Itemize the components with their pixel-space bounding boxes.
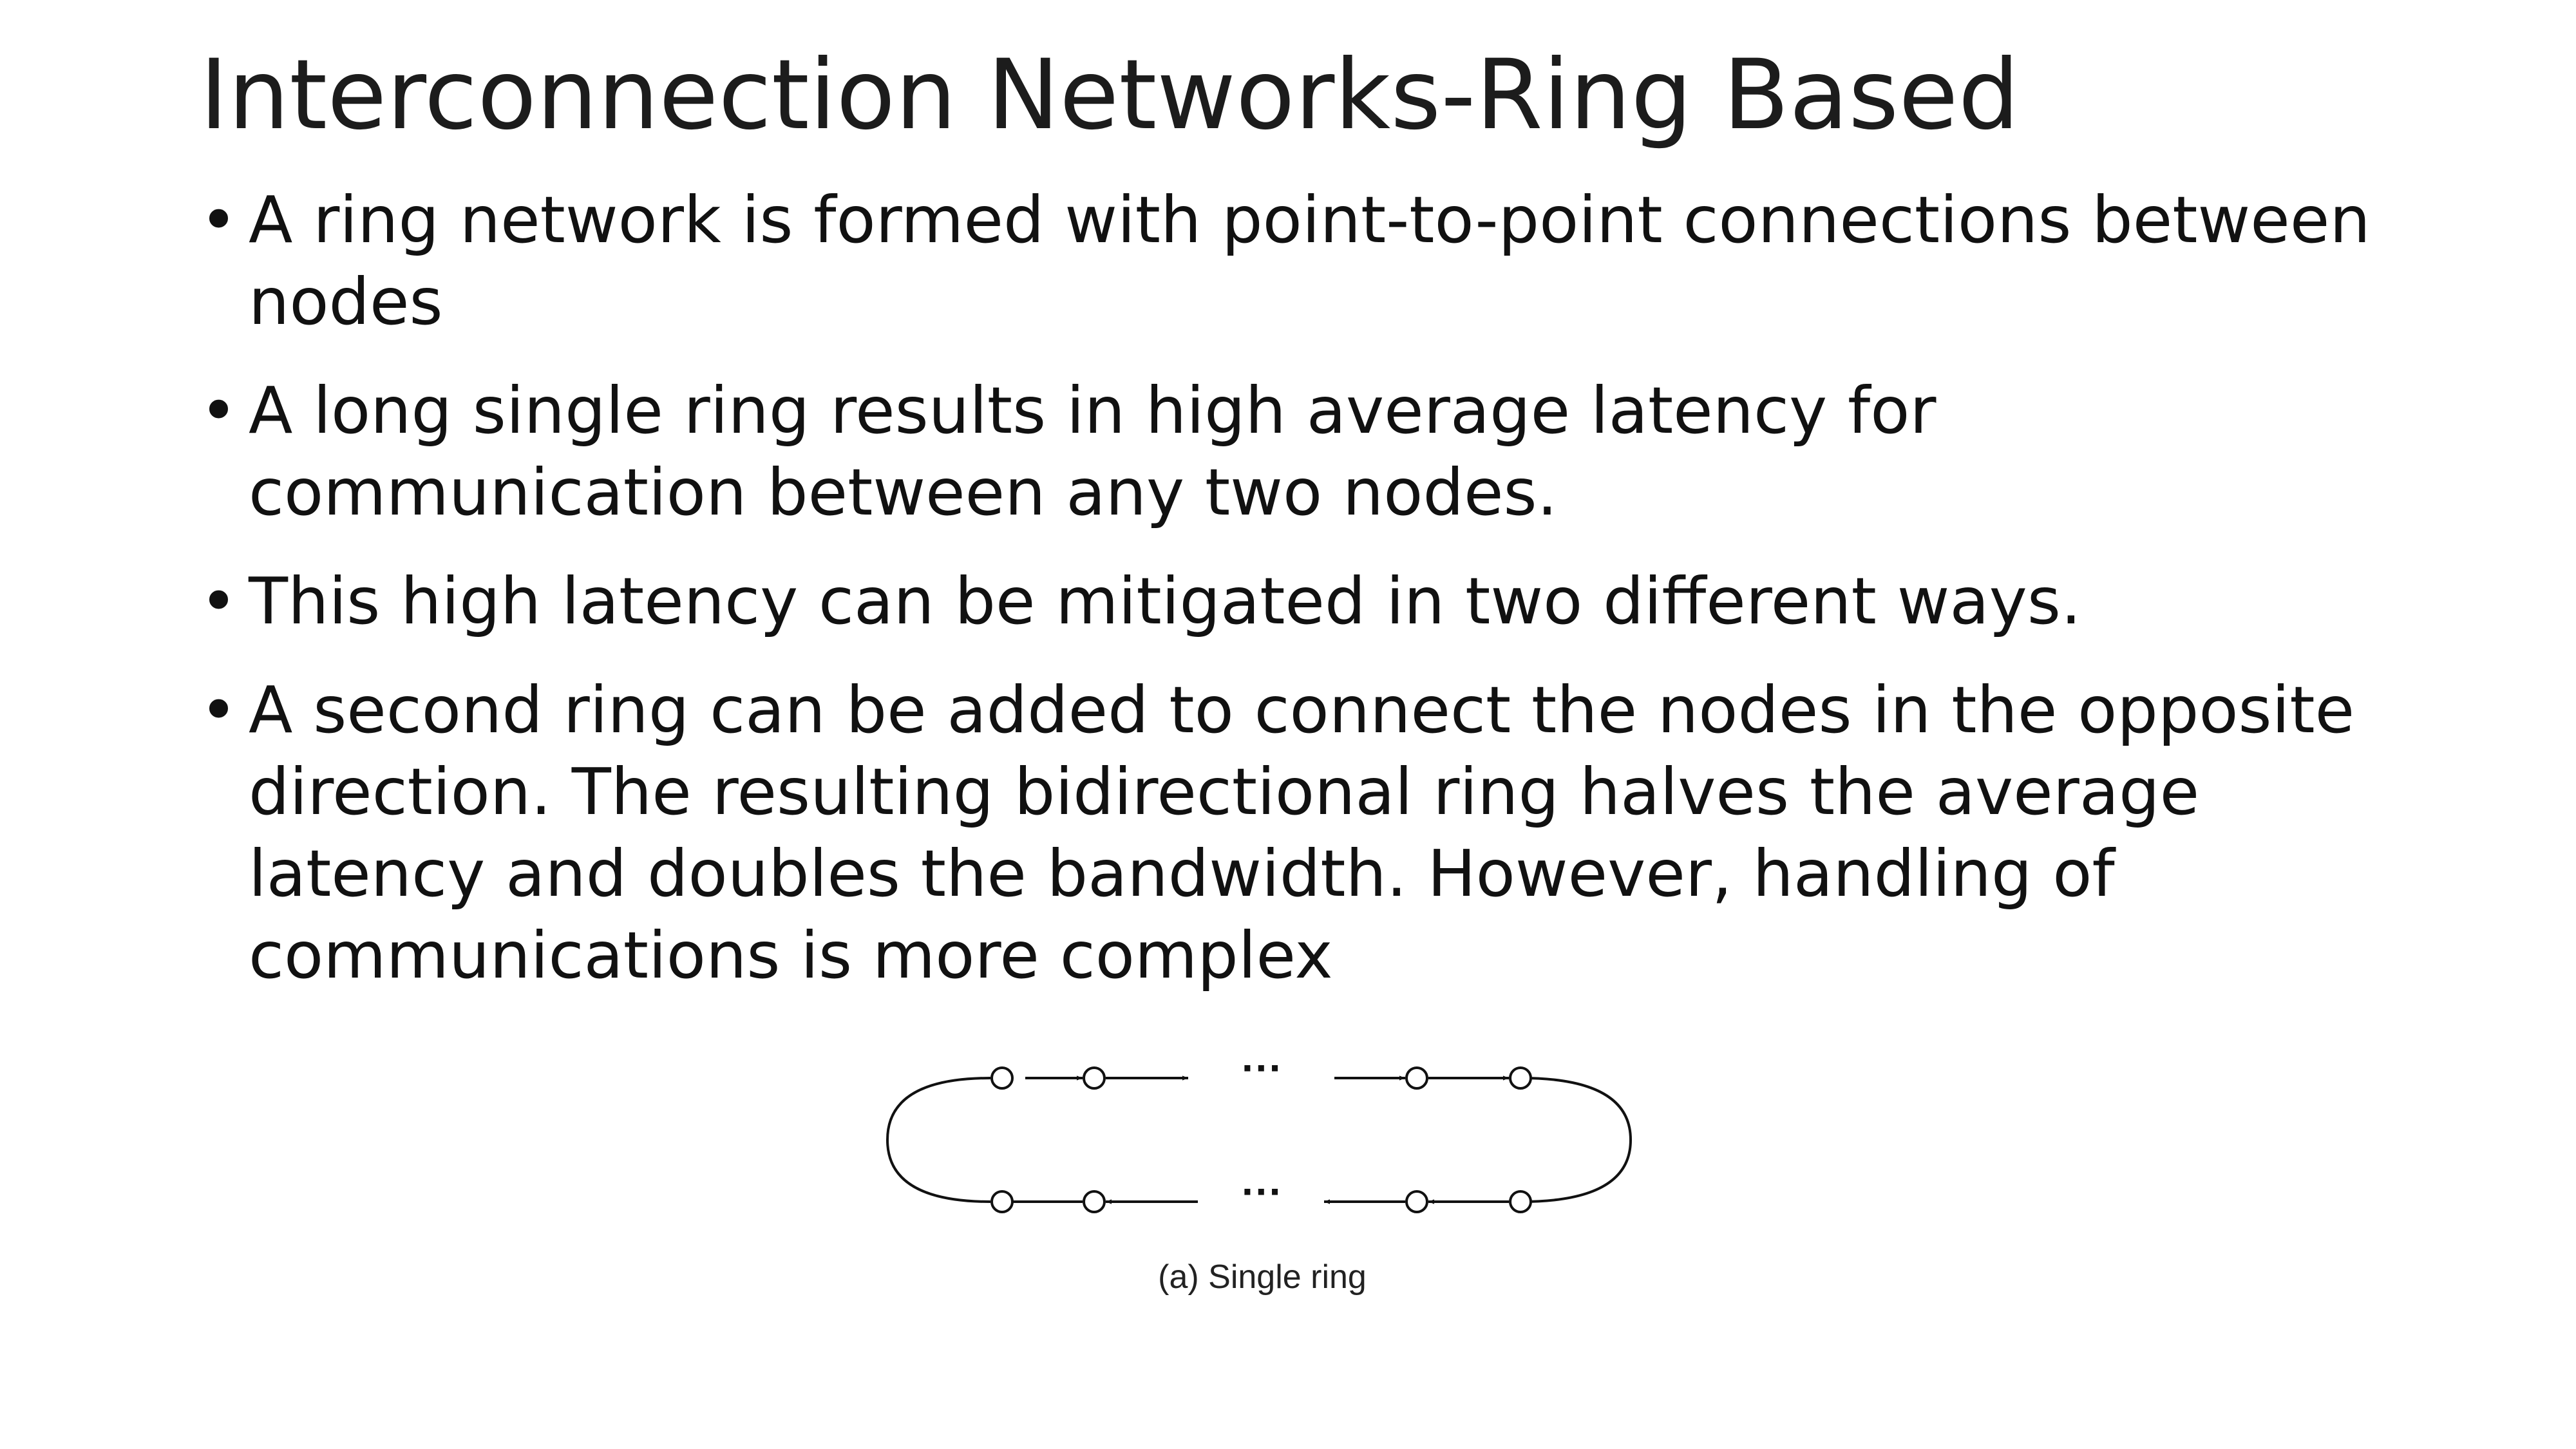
single-ring-figure: ··· ··· (a) Single ring — [876, 1045, 1649, 1307]
bullet-text: A ring network is formed with point-to-p… — [249, 182, 2371, 339]
bullet-list: • A ring network is formed with point-to… — [200, 179, 2428, 1023]
bullet-marker: • — [200, 373, 238, 448]
ring-node — [1405, 1066, 1428, 1090]
bullet-item: • This high latency can be mitigated in … — [200, 560, 2428, 642]
bullet-item: • A ring network is formed with point-to… — [200, 179, 2428, 343]
bullet-text: A long single ring results in high avera… — [249, 373, 1937, 530]
ring-node — [990, 1190, 1014, 1213]
figure-caption: (a) Single ring — [1158, 1258, 1367, 1296]
single-ring-diagram: ··· ··· — [886, 1045, 1633, 1215]
bullet-marker: • — [200, 182, 238, 258]
ring-node — [1083, 1190, 1106, 1213]
bullet-marker: • — [200, 672, 238, 748]
ring-node — [1509, 1066, 1532, 1090]
bullet-item: • A long single ring results in high ave… — [200, 370, 2428, 533]
bullet-text: A second ring can be added to connect th… — [249, 672, 2355, 993]
ring-node — [1509, 1190, 1532, 1213]
left-loop — [886, 1077, 991, 1203]
bullet-marker: • — [200, 564, 238, 639]
slide-title: Interconnection Networks-Ring Based — [200, 39, 2020, 151]
bullet-text: This high latency can be mitigated in tw… — [249, 564, 2081, 639]
ellipsis-bottom: ··· — [1242, 1168, 1283, 1215]
ring-node — [1083, 1066, 1106, 1090]
ellipsis-top: ··· — [1242, 1050, 1283, 1091]
bullet-item: • A second ring can be added to connect … — [200, 669, 2428, 996]
ring-node — [990, 1066, 1014, 1090]
right-loop — [1520, 1077, 1633, 1203]
ring-node — [1405, 1190, 1428, 1213]
